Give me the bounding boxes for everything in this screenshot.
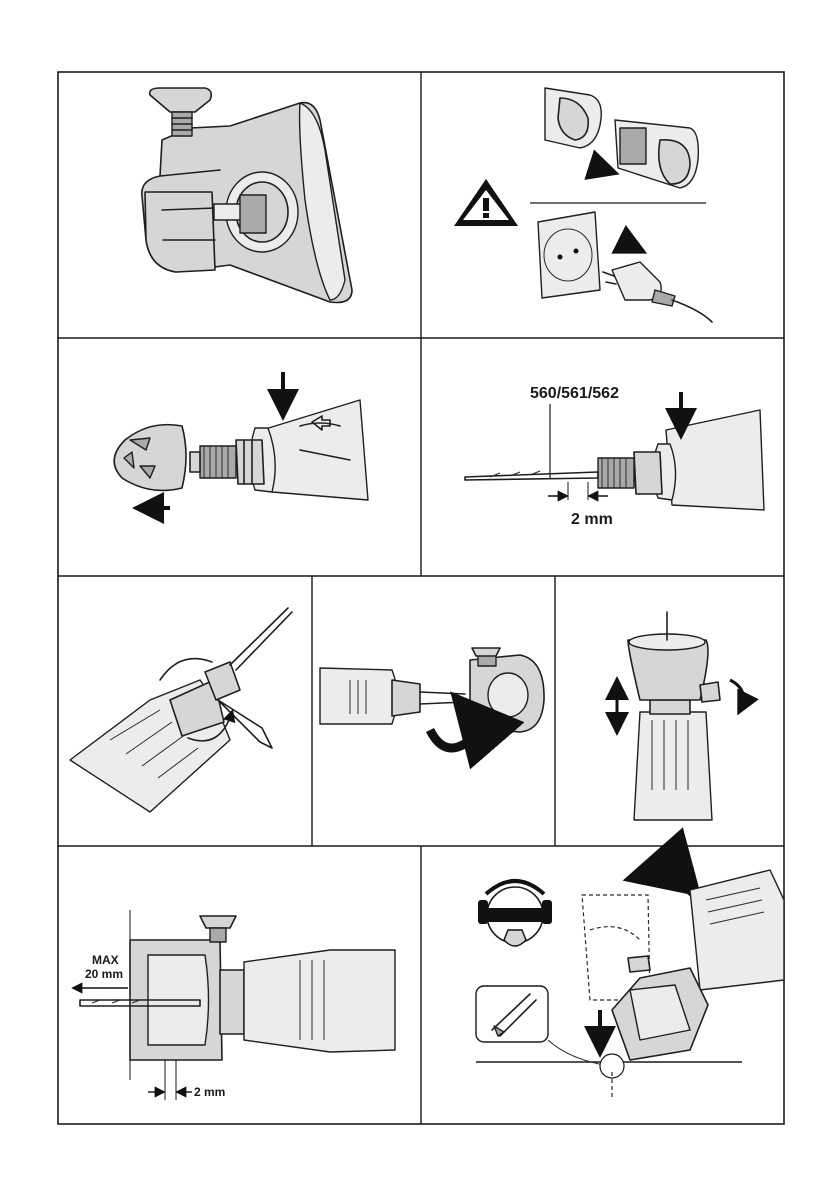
panel-insert-bit: 560/561/562 2 mm — [465, 385, 764, 528]
bit-model-label: 560/561/562 — [530, 385, 619, 402]
panel-sharpening-depth: MAX 20 mm 2 mm — [74, 910, 395, 1100]
panel-attachment-product — [142, 88, 352, 303]
gap-dimension-label: 2 mm — [571, 511, 613, 528]
max-depth-label: 20 mm — [85, 967, 123, 981]
panel-adjust-height — [617, 612, 743, 820]
panel-warning-unplug — [454, 88, 712, 322]
warning-triangle-icon — [454, 179, 518, 226]
panel-mount-attachment — [320, 648, 544, 748]
panel-remove-cap — [114, 372, 368, 508]
panel-sharpening-motion — [476, 870, 784, 1100]
depth-gap-label: 2 mm — [194, 1085, 225, 1099]
panel-tighten-collet — [70, 608, 292, 812]
safety-gear-icon — [478, 881, 552, 946]
max-label: MAX — [92, 953, 119, 967]
